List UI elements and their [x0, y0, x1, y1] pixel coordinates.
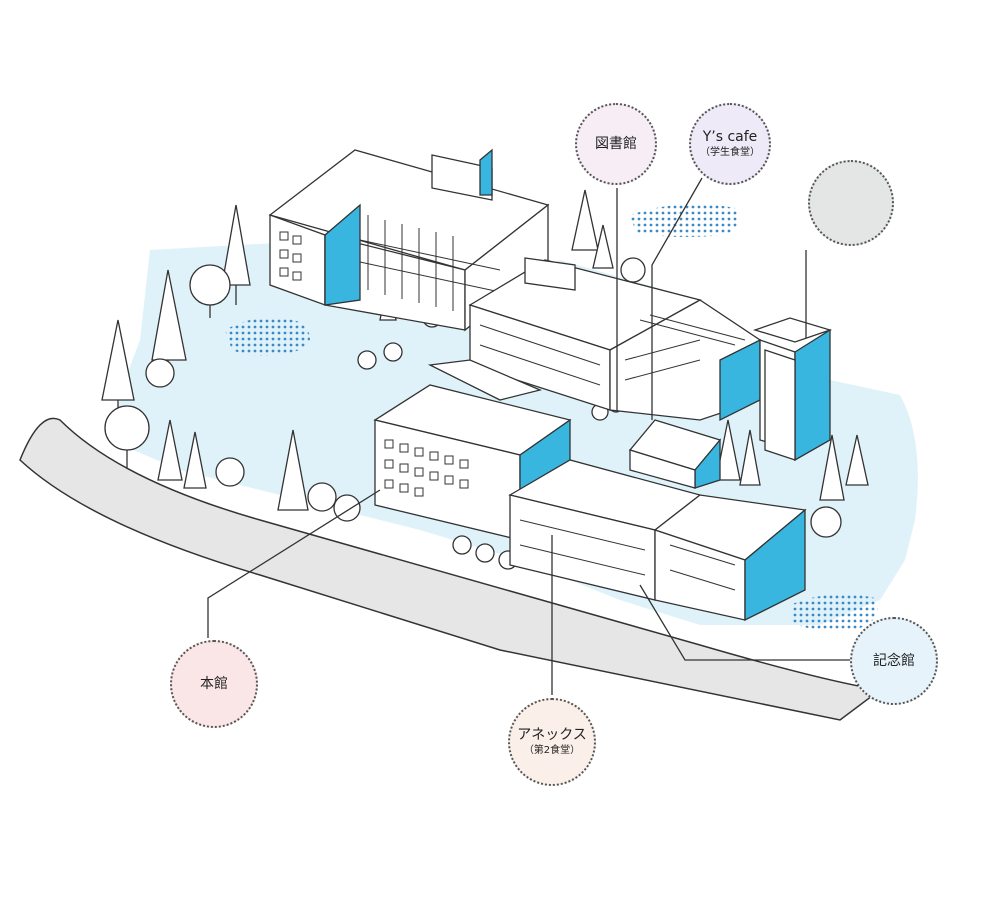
honkan-label: 本館: [200, 675, 228, 692]
shrub-dots: [790, 594, 878, 631]
shrub-dots: [225, 317, 310, 356]
road: [19, 417, 882, 721]
cafe-label: Y’s cafe: [702, 129, 758, 145]
building-renkeikan: [752, 317, 833, 462]
building-cafe: [628, 419, 722, 489]
building-north-windows: [279, 215, 501, 311]
cafe-sublabel: （学生食堂）: [700, 147, 760, 158]
trees: [101, 189, 869, 570]
building-honkan-windows: [384, 439, 469, 497]
annex-sublabel: （第2食堂）: [523, 745, 581, 756]
leader-lines: [207, 177, 852, 695]
bubble-kinenkan[interactable]: 記念館: [850, 617, 938, 705]
bubble-annex[interactable]: アネックス （第2食堂）: [508, 698, 596, 786]
bubble-renkeikan[interactable]: [808, 160, 894, 246]
library-label: 図書館: [595, 135, 637, 152]
bubble-library[interactable]: 図書館: [575, 103, 657, 185]
building-kinenkan: [508, 459, 807, 622]
bubble-cafe[interactable]: Y’s cafe （学生食堂）: [689, 103, 771, 185]
bubble-honkan[interactable]: 本館: [170, 640, 258, 728]
shrub-dots: [630, 204, 739, 237]
building-library: [468, 257, 761, 422]
building-kinenkan-facade: [519, 519, 736, 591]
annex-label: アネックス: [517, 727, 587, 743]
kinenkan-label: 記念館: [873, 652, 915, 669]
building-library-facade: [479, 314, 746, 386]
